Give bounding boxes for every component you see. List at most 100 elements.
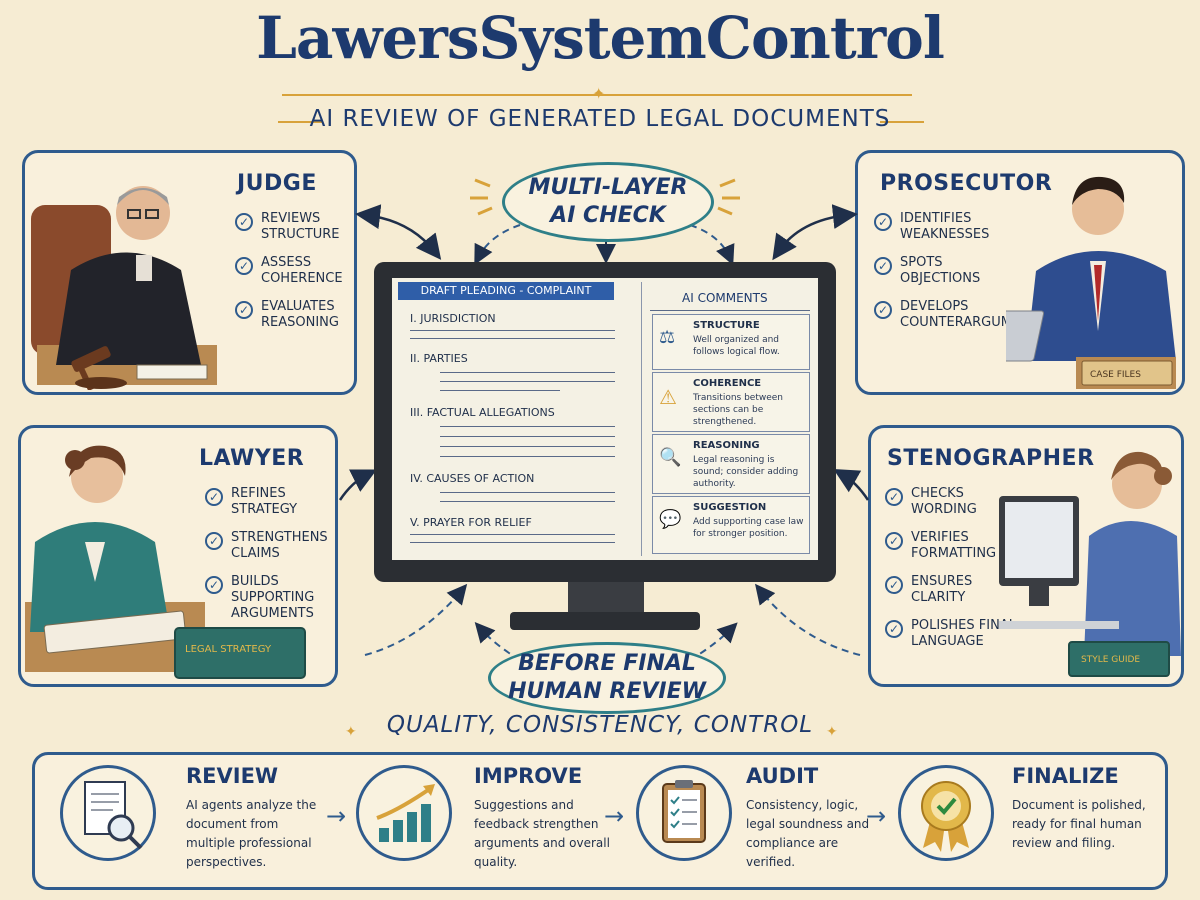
subtitle-rule-left <box>278 121 322 123</box>
text-line <box>440 501 615 502</box>
document-magnifier-icon <box>84 781 143 850</box>
judge-arrow <box>355 204 442 260</box>
sparkle-icon <box>470 178 740 216</box>
dashed-arrow <box>474 224 521 266</box>
step-title: IMPROVE <box>474 764 583 788</box>
dashed-arrow <box>364 583 468 656</box>
text-line <box>440 456 615 457</box>
ai-comment-card: 🔍 REASONING Legal reasoning is sound; co… <box>652 434 810 494</box>
prosecutor-panel: PROSECUTOR ✓IDENTIFIES WEAKNESSES ✓SPOTS… <box>855 150 1185 395</box>
growth-chart-icon <box>376 784 435 842</box>
text-line <box>440 436 615 437</box>
list-item: ✓ENSURES CLARITY <box>885 574 1021 606</box>
page-subtitle: AI REVIEW OF GENERATED LEGAL DOCUMENTS <box>309 106 891 132</box>
judge-title: JUDGE <box>237 171 317 196</box>
check-icon: ✓ <box>235 301 253 319</box>
dashed-arrow <box>755 583 861 656</box>
warning-icon: ⚠ <box>659 385 677 409</box>
quality-banner: QUALITY, CONSISTENCY, CONTROL <box>386 712 814 738</box>
ai-comment-card: ⚖ STRUCTURE Well organized and follows l… <box>652 314 810 370</box>
lawyer-title: LAWYER <box>199 446 305 471</box>
check-icon: ✓ <box>885 532 903 550</box>
document-section: V. PRAYER FOR RELIEF <box>410 516 532 529</box>
check-icon: ✓ <box>205 576 223 594</box>
step-description: Suggestions and feedback strengthen argu… <box>474 798 610 869</box>
ai-comment-card: 💬 SUGGESTION Add supporting case law for… <box>652 496 810 554</box>
magnifier-icon: 🔍 <box>659 447 682 468</box>
lawyer-checklist: ✓REFINES STRATEGY ✓STRENGTHENS CLAIMS ✓B… <box>205 486 341 634</box>
ai-comment-card: ⚠ COHERENCE Transitions between sections… <box>652 372 810 432</box>
stenographer-checklist: ✓CHECKS WORDING ✓VERIFIES FORMATTING ✓EN… <box>885 486 1021 662</box>
text-line <box>440 372 615 373</box>
check-icon: ✓ <box>885 620 903 638</box>
list-item: ✓REFINES STRATEGY <box>205 486 341 518</box>
list-item: ✓CHECKS WORDING <box>885 486 1021 518</box>
judge-panel: JUDGE ✓REVIEWS STRUCTURE ✓ASSESS COHEREN… <box>22 150 357 395</box>
check-icon: ✓ <box>885 488 903 506</box>
step-icon-circle <box>60 765 156 861</box>
award-badge-icon <box>921 781 971 852</box>
text-line <box>410 534 615 535</box>
document-section: I. JURISDICTION <box>410 312 496 325</box>
list-item: ✓EVALUATES REASONING <box>235 299 371 331</box>
text-line <box>440 446 615 447</box>
stenographer-title: STENOGRAPHER <box>887 446 1095 471</box>
prosecutor-title: PROSECUTOR <box>880 171 1053 196</box>
text-line <box>440 381 615 382</box>
check-icon: ✓ <box>874 213 892 231</box>
pane-divider <box>641 282 642 556</box>
list-item: ✓IDENTIFIES WEAKNESSES <box>874 211 1010 243</box>
star-icon: ✦ <box>826 724 838 740</box>
list-item: ✓STRENGTHENS CLAIMS <box>205 530 341 562</box>
step-description: AI agents analyze the document from mult… <box>186 798 317 869</box>
text-line <box>410 338 615 339</box>
check-icon: ✓ <box>874 257 892 275</box>
document-header: DRAFT PLEADING - COMPLAINT <box>398 282 614 300</box>
title-divider <box>282 94 912 96</box>
scales-icon: ⚖ <box>659 327 676 348</box>
step-icon-circle <box>636 765 732 861</box>
arrow-right-icon: → <box>326 802 347 830</box>
text-line <box>410 330 615 331</box>
stenographer-panel: STENOGRAPHER ✓CHECKS WORDING ✓VERIFIES F… <box>868 425 1184 687</box>
divider-star-icon: ✦ <box>592 84 606 103</box>
before-final-human-review-oval: BEFORE FINAL HUMAN REVIEW <box>488 642 726 714</box>
check-icon: ✓ <box>235 213 253 231</box>
text-line <box>440 492 615 493</box>
check-icon: ✓ <box>885 576 903 594</box>
step-description: Document is polished, ready for final hu… <box>1012 798 1146 850</box>
step-title: AUDIT <box>746 764 819 788</box>
check-icon: ✓ <box>205 488 223 506</box>
lawyer-panel: LEGAL STRATEGY LAWYER ✓REFINES STRATEGY … <box>18 425 338 687</box>
list-item: ✓SPOTS OBJECTIONS <box>874 255 1010 287</box>
dashed-arrow <box>689 224 735 266</box>
stenographer-arrow <box>833 469 870 501</box>
text-line <box>440 426 615 427</box>
document-section: III. FACTUAL ALLEGATIONS <box>410 406 555 419</box>
lawyer-illustration: LEGAL STRATEGY <box>25 445 306 679</box>
step-title: FINALIZE <box>1012 764 1119 788</box>
prosecutor-arrow <box>772 204 858 261</box>
judge-checklist: ✓REVIEWS STRUCTURE ✓ASSESS COHERENCE ✓EV… <box>235 211 371 343</box>
subtitle-rule-right <box>880 121 924 123</box>
stenographer-illustration: STYLE GUIDE <box>999 451 1181 677</box>
prosecutor-illustration: CASE FILES <box>1006 176 1176 389</box>
check-icon: ✓ <box>205 532 223 550</box>
step-description: Consistency, logic, legal soundness and … <box>746 798 870 869</box>
stenographer-book-label: STYLE GUIDE <box>1081 655 1140 665</box>
check-icon: ✓ <box>874 301 892 319</box>
list-item: ✓VERIFIES FORMATTING <box>885 530 1021 562</box>
step-title: REVIEW <box>186 764 279 788</box>
speech-bubble-icon: 💬 <box>659 509 682 530</box>
clipboard-checklist-icon <box>662 780 706 843</box>
list-item: ✓BUILDS SUPPORTING ARGUMENTS <box>205 574 341 622</box>
check-icon: ✓ <box>235 257 253 275</box>
lawyer-book-label: LEGAL STRATEGY <box>185 644 272 655</box>
monitor-base <box>510 612 700 630</box>
arrow-right-icon: → <box>866 802 887 830</box>
text-line <box>440 390 560 391</box>
judge-illustration <box>31 186 217 390</box>
list-item: ✓ASSESS COHERENCE <box>235 255 371 287</box>
prosecutor-book-label: CASE FILES <box>1090 370 1141 380</box>
ai-comments-header: AI COMMENTS <box>682 291 768 305</box>
